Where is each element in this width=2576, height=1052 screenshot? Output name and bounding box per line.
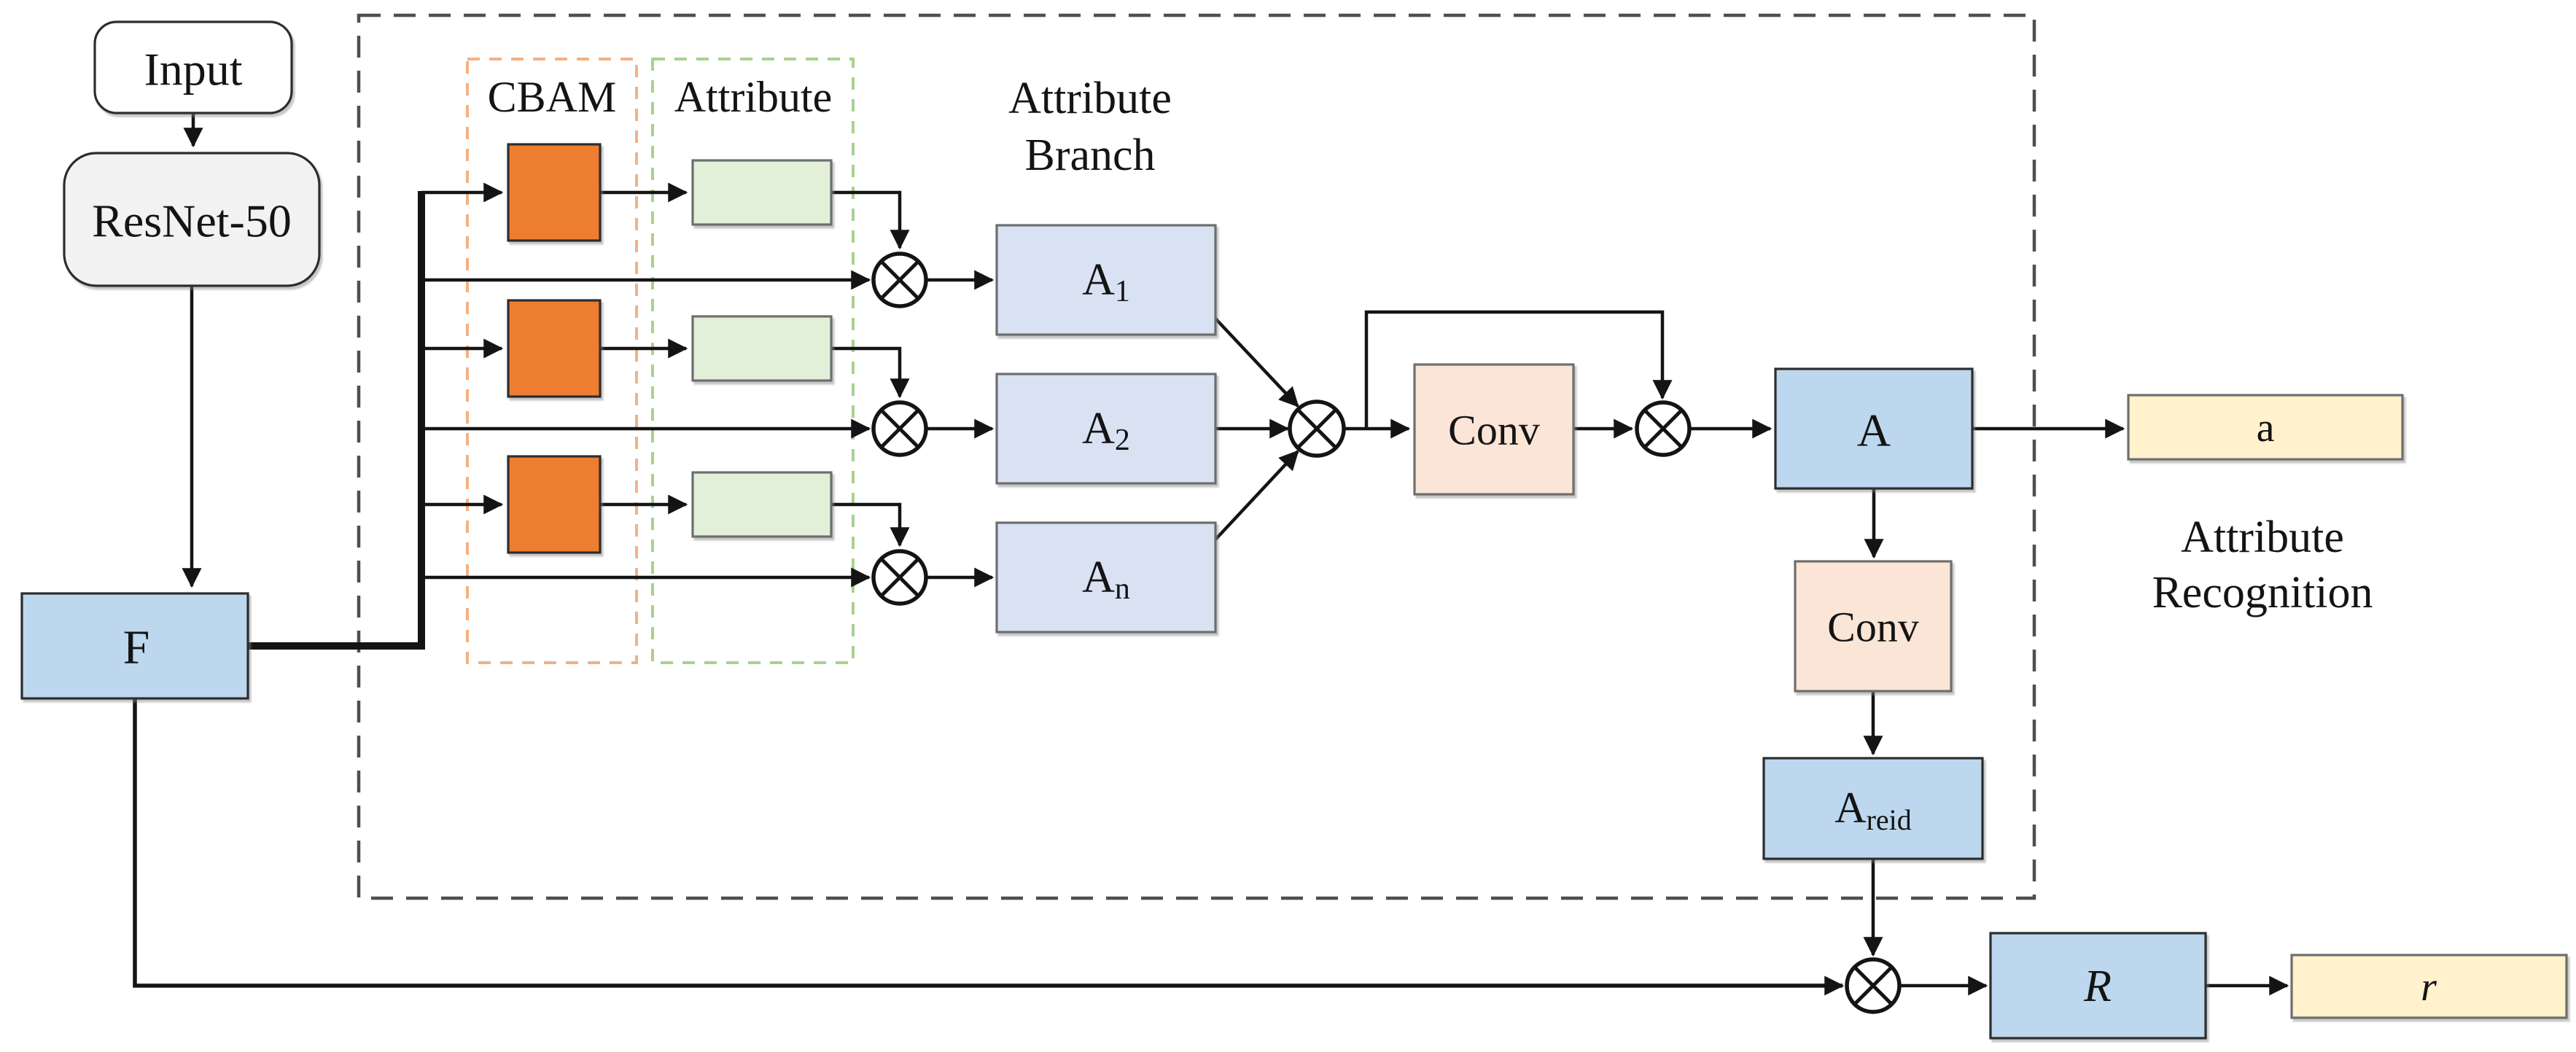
attribute-recognition-label-line2: Recognition: [2152, 568, 2373, 617]
edge-attr1-mult1: [831, 190, 910, 250]
resnet-label: ResNet-50: [92, 195, 292, 247]
feature-f-box: [20, 592, 249, 700]
areid-label: Areid: [1834, 784, 1912, 836]
a1-label: A1: [1082, 255, 1130, 308]
cbam-block-1: [507, 143, 602, 242]
multiply-merge-icon: [1288, 400, 1346, 458]
attribute-block-1: [691, 159, 833, 226]
nodes: Input ResNet-50 F A1 A2 An Conv A a Conv: [20, 20, 2568, 1040]
multiply-icon: [871, 549, 928, 606]
edge-attr2-mult2: [831, 346, 910, 399]
multiply-icon: [1635, 400, 1692, 457]
input-label: Input: [144, 44, 242, 96]
attr-feature-label: A: [1857, 405, 1891, 456]
conv1-label: Conv: [1448, 407, 1540, 454]
attribute-block-2: [691, 315, 833, 382]
reid-feature-label: R: [2083, 962, 2112, 1011]
attribute-block-3: [691, 471, 833, 538]
reid-output-label: r: [2421, 965, 2437, 1010]
attribute-recognition-label-line1: Attribute: [2181, 513, 2344, 562]
attribute-branch-container: [357, 13, 2036, 900]
edge-a1-merge: [1214, 317, 1299, 408]
multiply-icons: [871, 252, 1902, 1014]
cbam-group-label: CBAM: [488, 73, 617, 121]
cbam-block-3: [507, 455, 602, 554]
attr-feature-box: [1774, 367, 1974, 490]
feature-f-label: F: [123, 621, 150, 674]
multiply-icon: [871, 400, 928, 457]
cbam-block-2: [507, 299, 602, 398]
input-box: [93, 20, 293, 114]
edge-an-merge: [1214, 450, 1299, 541]
areid-box: [1762, 757, 1984, 860]
a1-box: [995, 224, 1217, 336]
labels: CBAM Attribute Attribute Branch Attribut…: [488, 73, 2373, 617]
edge-skip-over-conv1: [1364, 310, 1673, 429]
resnet-box: [63, 152, 321, 287]
edges: [133, 113, 2289, 996]
reid-output-box: [2290, 954, 2568, 1019]
edge-f-bottom-mult: [133, 698, 1845, 996]
attribute-group-box: [651, 58, 855, 664]
a2-box: [995, 373, 1217, 485]
cbam-group-box: [466, 58, 638, 664]
attr-output-box: [2127, 394, 2404, 461]
an-label: An: [1082, 553, 1130, 606]
attr-output-label: a: [2257, 405, 2275, 451]
attribute-branch-label-line1: Attribute: [1008, 74, 1172, 123]
edge-attr3-mult3: [831, 502, 910, 548]
multiply-icon: [871, 252, 928, 308]
reid-feature-box: [1989, 932, 2207, 1040]
conv2-box: [1794, 560, 1953, 693]
an-box: [995, 521, 1217, 634]
attribute-branch-label-line2: Branch: [1024, 130, 1155, 180]
edge-f-trunk: [248, 191, 425, 650]
multiply-bottom-icon: [1845, 957, 1902, 1014]
a2-label: A2: [1082, 404, 1130, 457]
conv2-label: Conv: [1827, 604, 1919, 651]
attribute-group-label: Attribute: [674, 73, 833, 121]
conv1-box: [1413, 363, 1575, 496]
